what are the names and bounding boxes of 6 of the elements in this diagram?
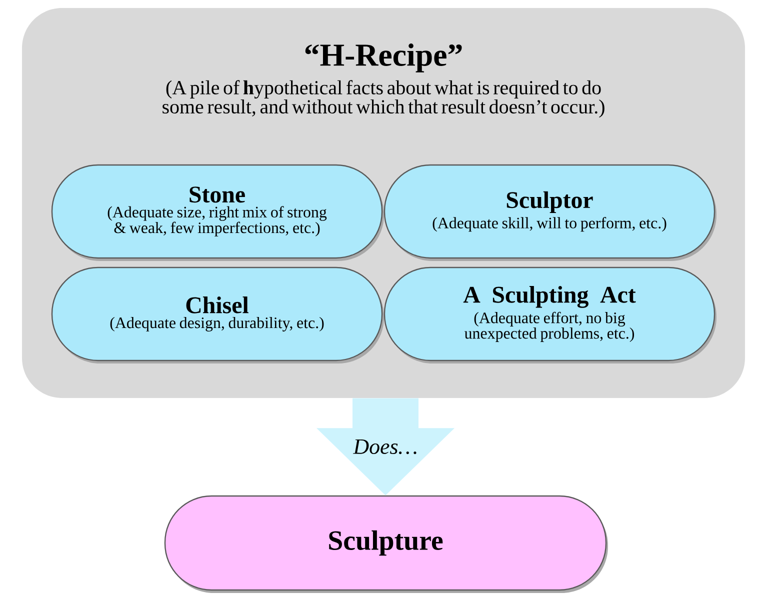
pill-box: Sculpture [164, 495, 608, 593]
edge-label: Does… [353, 439, 416, 454]
pill-box: Chisel (Adequate design, durability, etc.) [51, 266, 384, 364]
pill-box: A Sculpting Act (Adequate effort, no big unexpected problems, etc.) [384, 266, 716, 364]
pill-box: Stone (Adequate size, right mix of strong & weak, few imperfections, etc.) [51, 164, 384, 261]
pill-box: Sculptor (Adequate skill, will to perform, etc.) [384, 164, 716, 261]
